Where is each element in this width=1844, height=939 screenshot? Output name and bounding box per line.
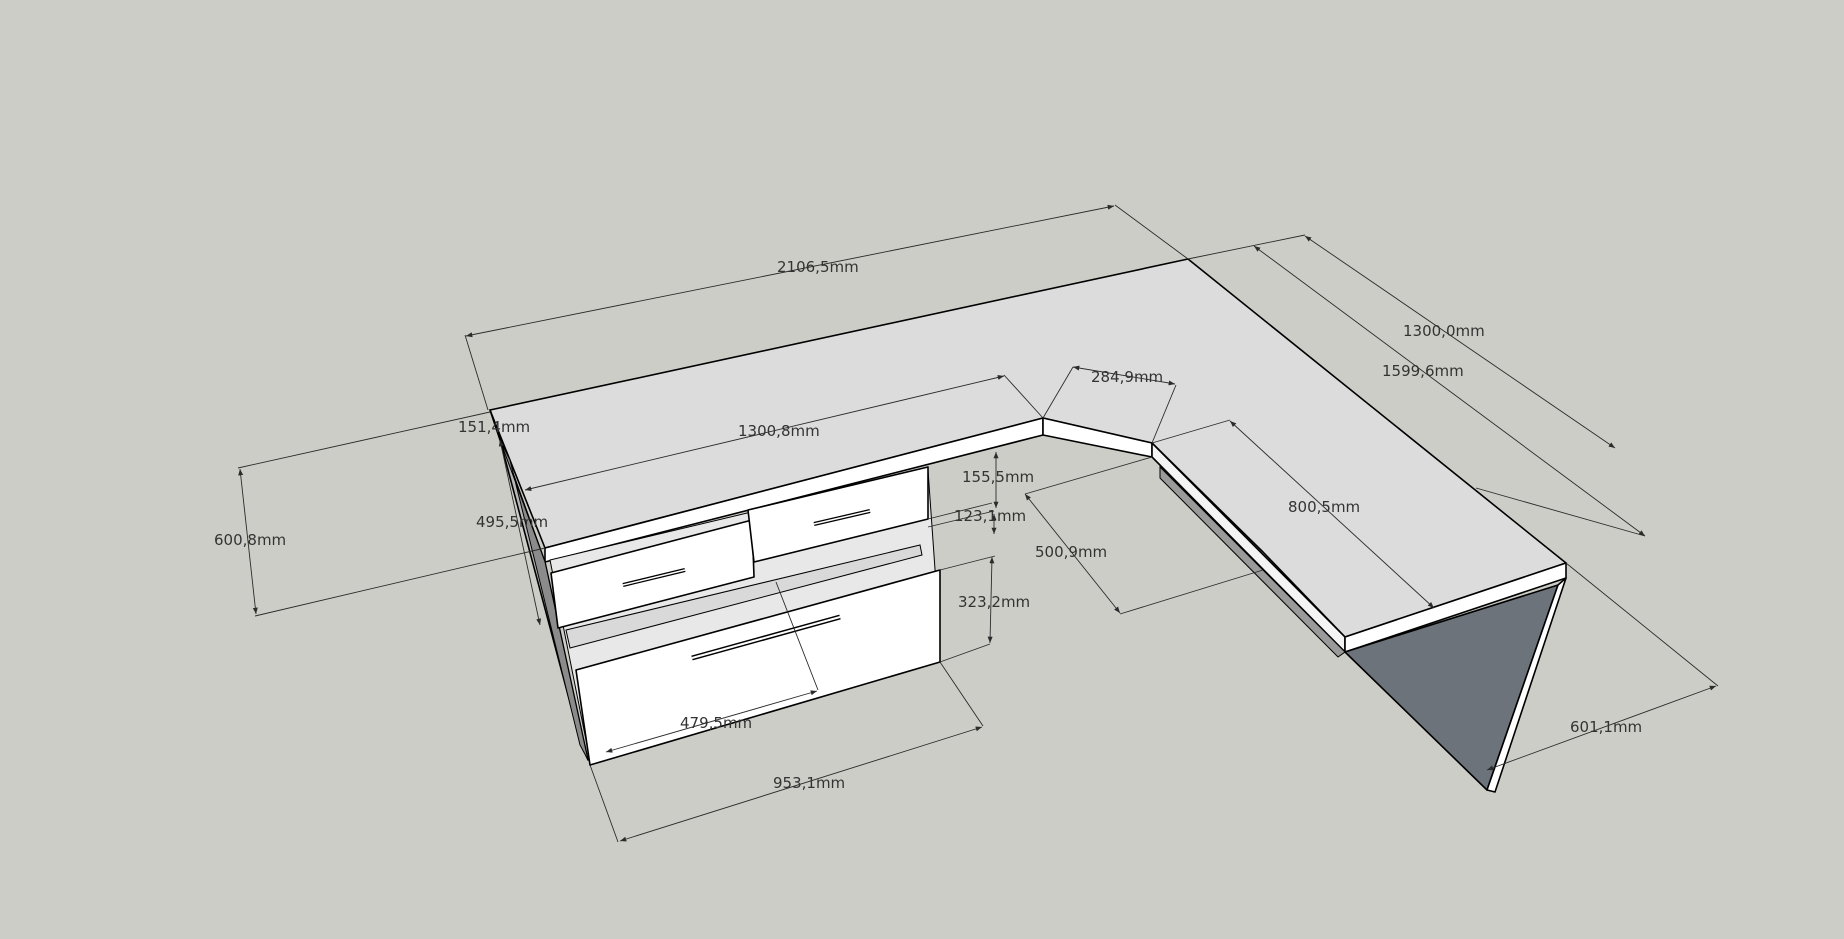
dim-label-right-width: 601,1mm <box>1570 718 1642 736</box>
dim-label-right-inner: 800,5mm <box>1288 498 1360 516</box>
dim-label-overall-depth: 600,8mm <box>214 531 286 549</box>
dim-label-drawer-gap: 123,1mm <box>954 507 1026 525</box>
dimension-lines <box>237 204 1719 843</box>
top-left-drawer <box>550 519 755 629</box>
dim-label-left-thickness: 151,4mm <box>458 418 530 436</box>
dim-label-total-length: 2106,5mm <box>777 258 859 276</box>
dim-label-inner-length: 1300,8mm <box>738 422 820 440</box>
dim-label-cabinet-width: 953,1mm <box>773 774 845 792</box>
dim-label-top-drawer-height: 155,5mm <box>962 468 1034 486</box>
open-shelf <box>565 544 923 649</box>
dim-label-corner-segment: 284,9mm <box>1091 368 1163 386</box>
dim-label-corner-depth: 500,9mm <box>1035 543 1107 561</box>
dim-label-inner-depth: 495,5mm <box>476 513 548 531</box>
dimension-labels: 2106,5mm 1300,0mm 1599,6mm 284,9mm 151,4… <box>214 258 1642 792</box>
dim-label-right-depth: 1300,0mm <box>1403 322 1485 340</box>
dim-label-drawer-depth: 479,5mm <box>680 714 752 732</box>
dim-label-right-outer: 1599,6mm <box>1382 362 1464 380</box>
dim-label-big-drawer-height: 323,2mm <box>958 593 1030 611</box>
